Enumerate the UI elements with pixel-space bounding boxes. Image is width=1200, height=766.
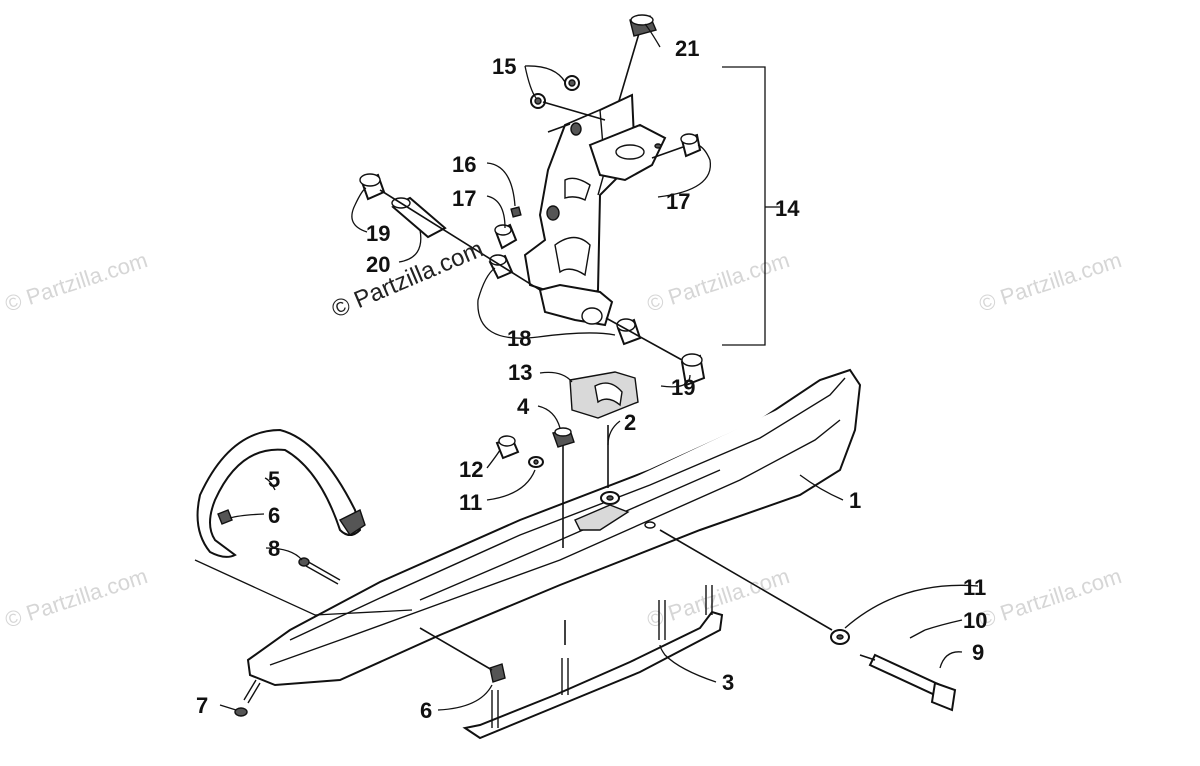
callout-21: 21	[675, 36, 699, 61]
callout-17-right: 17	[666, 189, 690, 214]
callout-5: 5	[268, 467, 280, 492]
callout-15: 15	[492, 54, 516, 79]
callout-11-right: 11	[963, 575, 986, 600]
ski-body	[246, 368, 862, 687]
callout-19-left: 19	[366, 221, 390, 246]
callout-16: 16	[452, 152, 476, 177]
watermark-center-top: © Partzilla.com	[644, 247, 793, 317]
fasteners-top	[495, 427, 575, 468]
leader-lines	[194, 23, 979, 711]
damper-block	[569, 371, 639, 419]
spindle-assembly	[359, 14, 706, 387]
watermark-right-top: © Partzilla.com	[976, 247, 1125, 317]
callout-2: 2	[624, 410, 636, 435]
callout-1: 1	[849, 488, 861, 513]
wear-bar	[462, 585, 724, 740]
assembly-bracket	[722, 66, 766, 346]
callout-12: 12	[459, 457, 483, 482]
callout-19-right: 19	[671, 375, 695, 400]
nut-6-lower	[419, 627, 506, 683]
callout-14: 14	[775, 196, 800, 221]
callout-3: 3	[722, 670, 734, 695]
callout-4: 4	[517, 394, 530, 419]
screw-7	[234, 679, 261, 717]
callout-6-top: 6	[268, 503, 280, 528]
watermark-left-bottom: © Partzilla.com	[2, 563, 151, 633]
watermark-right-bottom: © Partzilla.com	[976, 563, 1125, 633]
callout-8: 8	[268, 536, 280, 561]
callout-7: 7	[196, 693, 208, 718]
handle-loop	[196, 428, 366, 558]
pivot-bolt	[830, 629, 957, 712]
callout-11-top: 11	[459, 490, 482, 515]
callout-20: 20	[366, 252, 390, 277]
callout-17-left: 17	[452, 186, 476, 211]
callout-10: 10	[963, 608, 987, 633]
callout-9: 9	[972, 640, 984, 665]
watermark-left-top: © Partzilla.com	[2, 247, 151, 317]
callout-13: 13	[508, 360, 532, 385]
watermark-main: © Partzilla.com	[328, 235, 487, 323]
callout-18: 18	[507, 326, 531, 351]
bolt-8	[298, 557, 341, 585]
callout-6-bottom: 6	[420, 698, 432, 723]
callout-labels: 21 15 16 17 17 14 19 20 18 13 19 4 2 12 …	[196, 36, 987, 723]
